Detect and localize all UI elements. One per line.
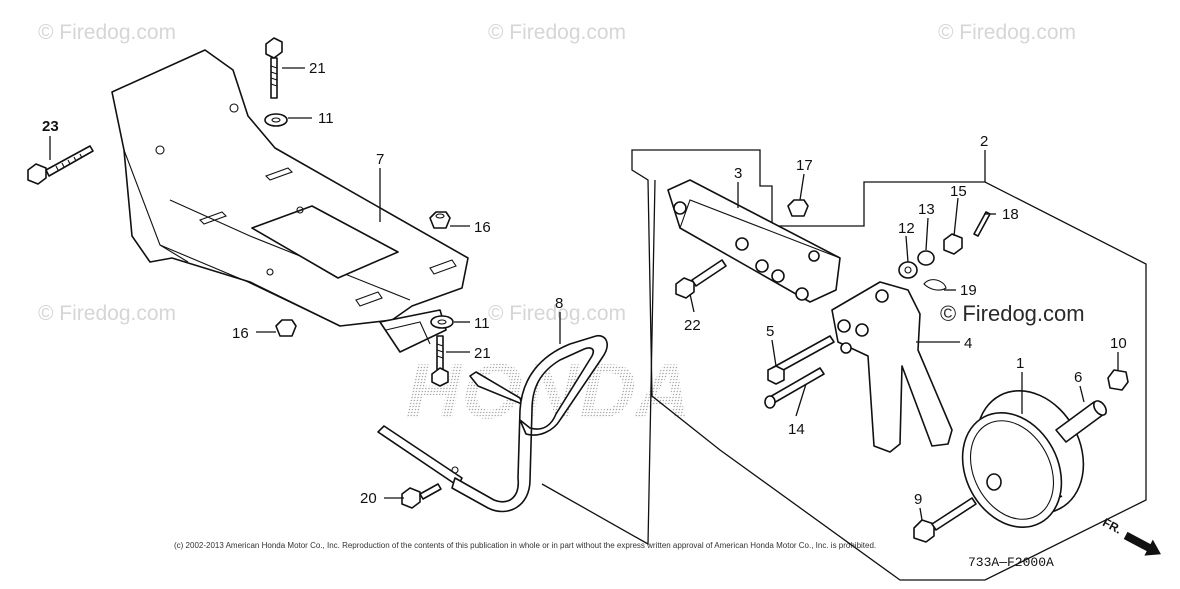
part-7-mounting-plate [111, 49, 469, 353]
callout-12: 12 [898, 220, 915, 237]
part-21-bolt-bottom [431, 335, 449, 387]
copyright-notice: (c) 2002-2013 American Honda Motor Co., … [174, 541, 876, 550]
callout-23: 23 [42, 118, 59, 135]
leader-14 [795, 383, 807, 417]
callout-8: 8 [555, 295, 563, 312]
part-5-bolt [767, 335, 835, 385]
part-4-swing-arm [831, 281, 953, 453]
diagram-code: 733A—F2000A [968, 555, 1054, 570]
part-14-pin [764, 367, 825, 409]
part-12-washer [898, 261, 918, 279]
callout-19: 19 [960, 282, 977, 299]
part-16-nut-right [429, 211, 451, 229]
assembly-outline-2 [631, 149, 1147, 581]
callout-9: 9 [914, 491, 922, 508]
part-6-axle-spacer [1055, 400, 1108, 443]
part-23-bolt [27, 145, 94, 185]
watermark-top-left: © Firedog.com [38, 21, 176, 44]
part-3-guide-bracket [667, 179, 841, 303]
part-15-nut [943, 233, 963, 255]
part-17-nut [787, 199, 809, 217]
part-11-washer-bottom [430, 315, 454, 329]
part-13-washer [917, 250, 935, 266]
callout-14: 14 [788, 421, 805, 438]
assembly-outline-3 [541, 179, 656, 546]
leader-12 [905, 235, 909, 263]
watermark-top-right: © Firedog.com [938, 21, 1076, 44]
watermark-middle-left: © Firedog.com [38, 302, 176, 325]
leader-9 [919, 507, 923, 521]
callout-4: 4 [964, 335, 972, 352]
callout-11-bottom: 11 [474, 315, 490, 332]
callout-1: 1 [1016, 355, 1024, 372]
front-arrow-icon [1123, 531, 1161, 556]
part-1-wheel [961, 390, 1085, 529]
part-9-bolt [913, 497, 977, 543]
part-21-bolt-top [265, 37, 283, 99]
part-20-bolt [401, 483, 442, 509]
leader-22 [689, 293, 695, 313]
watermark-middle-center: © Firedog.com [488, 302, 626, 325]
callout-15: 15 [950, 183, 967, 200]
front-label: FR. [1100, 515, 1124, 536]
callout-2: 2 [980, 133, 988, 150]
callout-16-left: 16 [232, 325, 249, 342]
callout-21-top: 21 [309, 60, 326, 77]
callout-7: 7 [376, 151, 384, 168]
front-direction-indicator: FR. [1100, 515, 1161, 556]
leader-13 [925, 217, 929, 251]
part-16-nut-left [275, 319, 297, 337]
callout-3: 3 [734, 165, 742, 182]
callout-5: 5 [766, 323, 774, 340]
callout-21-bottom: 21 [474, 345, 491, 362]
callout-20: 20 [360, 490, 377, 507]
callout-17: 17 [796, 157, 813, 174]
callout-13: 13 [918, 201, 935, 218]
part-22-bolt [675, 259, 727, 299]
callout-22: 22 [684, 317, 701, 334]
part-10-nut [1107, 369, 1129, 391]
callout-6: 6 [1074, 369, 1082, 386]
leader-17 [799, 173, 805, 201]
leader-6 [1079, 385, 1085, 403]
watermark-middle-right: © Firedog.com [940, 301, 1085, 326]
part-11-washer-top [264, 113, 288, 127]
leader-15 [953, 197, 959, 237]
part-18-cotter-pin [973, 211, 991, 237]
callout-18: 18 [1002, 206, 1019, 223]
part-19-clip [923, 279, 947, 291]
callout-11-top: 11 [318, 110, 334, 127]
callout-16-right: 16 [474, 219, 491, 236]
callout-10: 10 [1110, 335, 1127, 352]
watermark-top-center: © Firedog.com [488, 21, 626, 44]
leader-5 [771, 339, 777, 367]
part-8-handle-bar [377, 334, 608, 513]
